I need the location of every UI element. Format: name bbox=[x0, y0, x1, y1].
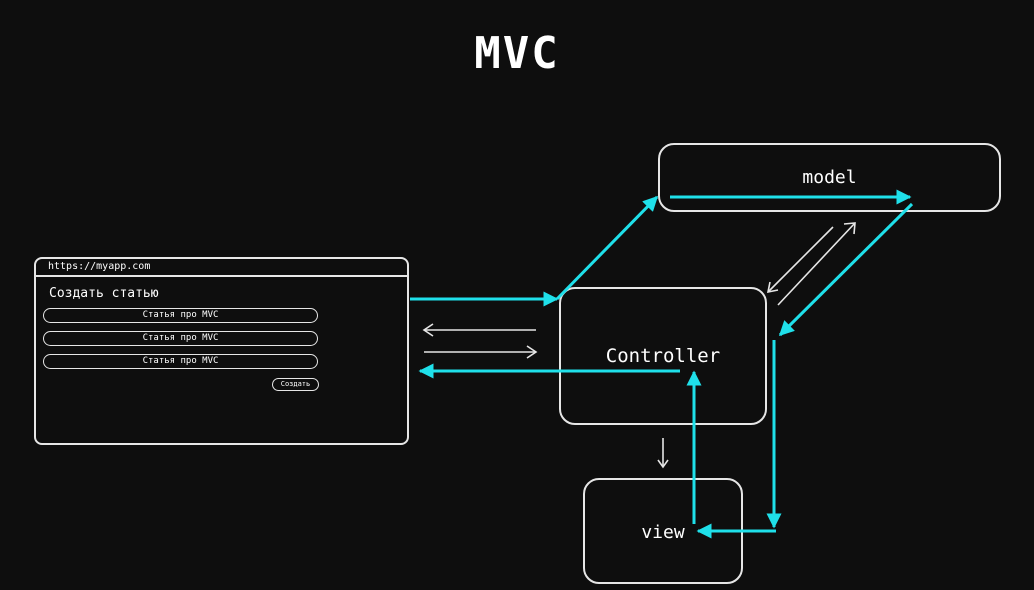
address-bar[interactable]: https://myapp.com bbox=[36, 259, 407, 277]
model-node: model bbox=[658, 143, 1001, 212]
controller-view-thin-arrow bbox=[657, 438, 669, 469]
article-item[interactable]: Статья про MVC bbox=[43, 354, 318, 369]
controller-label: Controller bbox=[605, 345, 721, 367]
diagram-title: MVC bbox=[474, 28, 560, 79]
model-to-controller-arrow bbox=[778, 202, 914, 337]
controller-to-model-arrow bbox=[555, 195, 659, 301]
view-label: view bbox=[641, 521, 685, 543]
browser-window: https://myapp.com Создать статью Статья … bbox=[34, 257, 409, 445]
controller-node: Controller bbox=[559, 287, 767, 425]
page-heading: Создать статью bbox=[49, 286, 159, 301]
request-response-arrows bbox=[422, 323, 538, 359]
article-item[interactable]: Статья про MVC bbox=[43, 308, 318, 323]
model-label: model bbox=[802, 167, 857, 188]
controller-to-view-arrow bbox=[696, 340, 782, 539]
controller-model-thin-arrows bbox=[766, 222, 856, 306]
create-button[interactable]: Создать bbox=[272, 378, 319, 391]
article-item[interactable]: Статья про MVC bbox=[43, 331, 318, 346]
